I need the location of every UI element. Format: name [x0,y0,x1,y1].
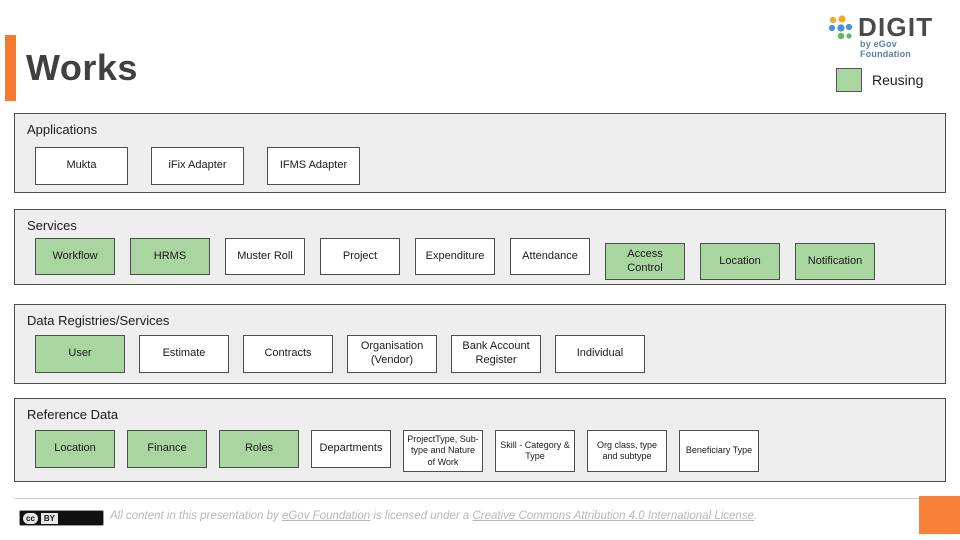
node-project-type[interactable]: ProjectType, Sub-type and Nature of Work [403,430,483,472]
node-organisation-vendor[interactable]: Organisation (Vendor) [347,335,437,373]
section-data-registries: Data Registries/Services User Estimate C… [14,304,946,384]
node-ifix-adapter[interactable]: iFix Adapter [151,147,244,185]
section-title-services: Services [27,218,77,233]
node-row-reference-data: Location Finance Roles Departments Proje… [35,430,759,472]
node-project[interactable]: Project [320,238,400,275]
node-access-control[interactable]: Access Control [605,243,685,280]
node-row-applications: Mukta iFix Adapter IFMS Adapter [35,147,360,185]
section-services: Services Workflow HRMS Muster Roll Proje… [14,209,946,285]
node-skill-category-type[interactable]: Skill - Category & Type [495,430,575,472]
digit-wordmark: DIGIT [858,12,934,42]
node-mukta[interactable]: Mukta [35,147,128,185]
section-title-reference-data: Reference Data [27,407,119,422]
node-individual[interactable]: Individual [555,335,645,373]
cc-by-icon: BY [40,512,59,524]
node-notification[interactable]: Notification [795,243,875,280]
node-expenditure[interactable]: Expenditure [415,238,495,275]
node-beneficiary-type[interactable]: Beneficiary Type [679,430,759,472]
legend-swatch-reusing [836,68,862,92]
node-location-service[interactable]: Location [700,243,780,280]
node-location-ref[interactable]: Location [35,430,115,468]
section-title-data-registries: Data Registries/Services [27,313,170,328]
footer-divider [14,498,946,499]
corner-accent-block [919,496,960,534]
digit-tagline: by eGov Foundation [860,39,911,59]
page-title: Works [26,47,138,88]
link-egov-foundation[interactable]: eGov Foundation [281,510,371,522]
title-accent-bar [5,35,16,101]
digit-dots-icon [828,15,853,40]
link-cc-license[interactable]: Creative Commons Attribution 4.0 Interna… [472,510,754,522]
node-bank-account-register[interactable]: Bank Account Register [451,335,541,373]
cc-logo-icon: cc [23,512,38,524]
license-text-middle: is licensed under a [370,510,473,522]
node-muster-roll[interactable]: Muster Roll [225,238,305,275]
node-contracts[interactable]: Contracts [243,335,333,373]
node-row-data-registries: User Estimate Contracts Organisation (Ve… [35,335,645,373]
license-text-end: . [753,510,758,522]
node-departments[interactable]: Departments [311,430,391,468]
digit-logo: DIGIT by eGov Foundation [826,12,950,59]
creative-commons-badge-icon[interactable]: cc BY [19,510,104,526]
license-statement: All content in this presentation by eGov… [110,510,757,522]
node-user[interactable]: User [35,335,125,373]
page-header: Works DIGIT by eGov Foundation Reusing [0,0,960,108]
legend-reusing: Reusing [836,68,923,92]
section-title-applications: Applications [27,122,98,137]
node-estimate[interactable]: Estimate [139,335,229,373]
node-hrms[interactable]: HRMS [130,238,210,275]
legend-label-reusing: Reusing [872,72,924,88]
node-attendance[interactable]: Attendance [510,238,590,275]
section-applications: Applications Mukta iFix Adapter IFMS Ada… [14,113,946,193]
node-ifms-adapter[interactable]: IFMS Adapter [267,147,360,185]
node-row-services: Workflow HRMS Muster Roll Project Expend… [35,238,875,280]
license-text-before: All content in this presentation by [110,510,282,522]
section-reference-data: Reference Data Location Finance Roles De… [14,398,946,482]
node-org-class-type-subtype[interactable]: Org class, type and subtype [587,430,667,472]
node-roles[interactable]: Roles [219,430,299,468]
node-finance[interactable]: Finance [127,430,207,468]
node-workflow[interactable]: Workflow [35,238,115,275]
